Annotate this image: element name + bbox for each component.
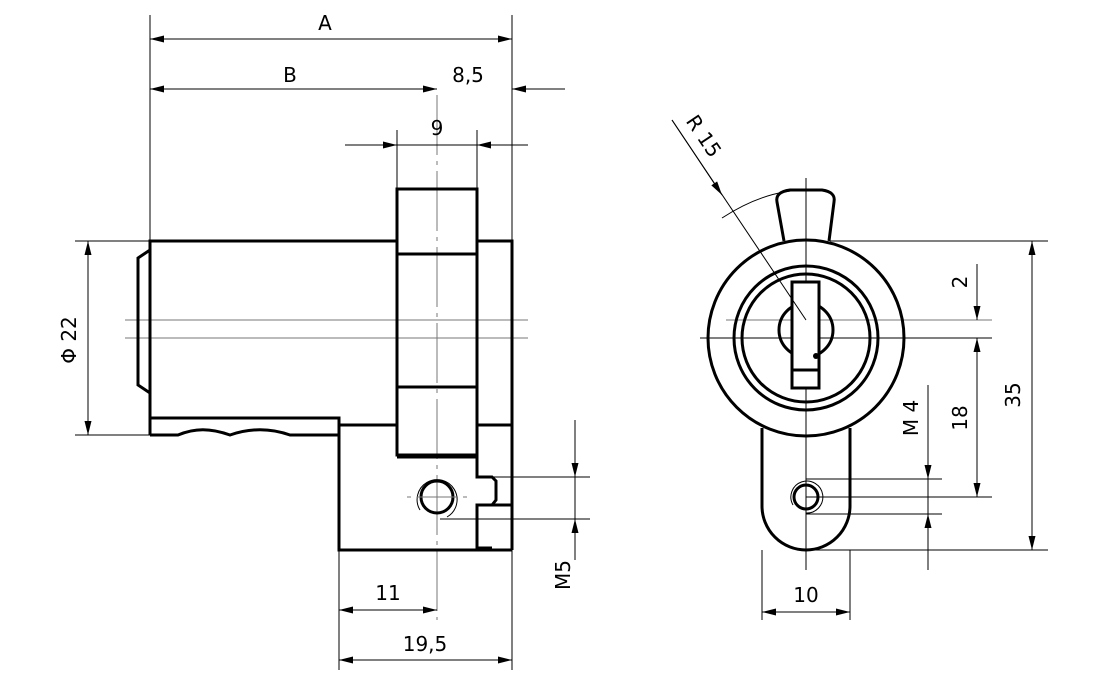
dim-11-label: 11 bbox=[375, 581, 400, 605]
dim-b-label: B bbox=[283, 63, 297, 87]
key-slot bbox=[790, 280, 821, 390]
dim-10-label: 10 bbox=[793, 583, 818, 607]
wavy-edge bbox=[150, 428, 339, 437]
side-view: A B 8,5 9 Φ 22 M5 11 19,5 bbox=[57, 11, 590, 670]
middle-ring bbox=[732, 264, 880, 412]
dim-9-label: 9 bbox=[431, 116, 444, 140]
dim-8-5-label: 8,5 bbox=[452, 63, 484, 87]
dim-r15-label: R 15 bbox=[681, 110, 726, 161]
cylinder-face bbox=[136, 248, 151, 395]
hex-nut bbox=[395, 187, 479, 457]
inner-ring bbox=[740, 272, 872, 404]
dim-18-label: 18 bbox=[948, 405, 972, 430]
outer-ring bbox=[706, 238, 906, 438]
dim-35-label: 35 bbox=[1001, 382, 1025, 407]
dim-2-label: 2 bbox=[948, 276, 972, 289]
dim-m5-label: M5 bbox=[551, 560, 575, 590]
dim-19-5-label: 19,5 bbox=[403, 632, 448, 656]
dim-a-label: A bbox=[318, 11, 332, 35]
front-view: R 15 35 18 2 M 4 10 bbox=[671, 110, 1048, 620]
dim-m4-label: M 4 bbox=[899, 400, 923, 436]
dim-diameter-label: Φ 22 bbox=[57, 316, 81, 364]
cylinder-body bbox=[148, 239, 512, 552]
